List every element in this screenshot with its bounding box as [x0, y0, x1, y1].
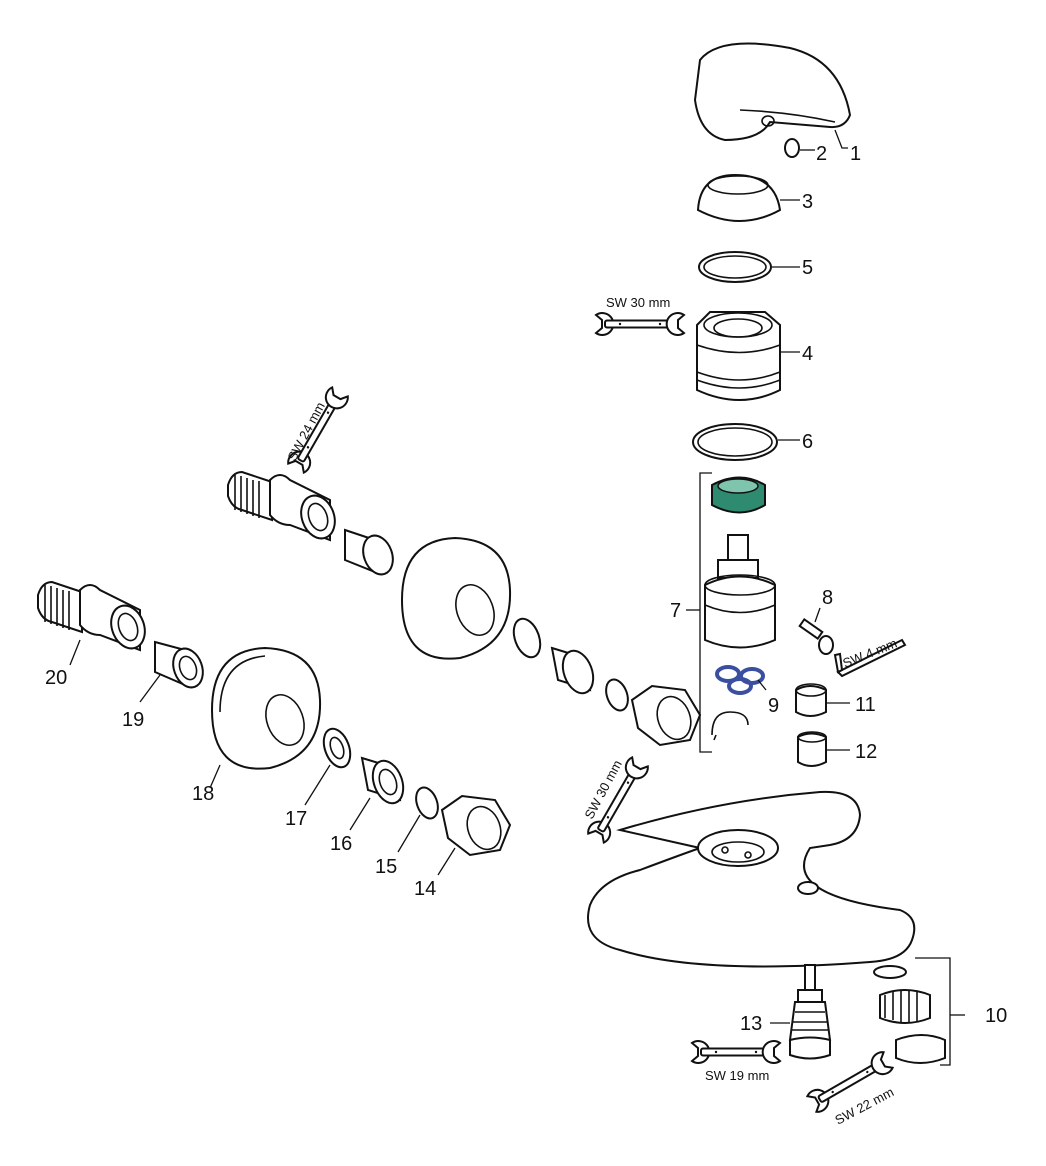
callout-17: 17 — [285, 808, 307, 830]
threaded-sleeve — [696, 311, 781, 401]
callout-5: 5 — [802, 257, 813, 279]
callout-14: 14 — [414, 878, 436, 900]
callout-13: 13 — [740, 1013, 762, 1035]
callout-11: 11 — [855, 694, 876, 716]
connector-20 — [37, 580, 146, 652]
washer-upper — [512, 617, 542, 659]
leader-lines — [69, 129, 850, 1024]
screw-plug — [784, 138, 800, 158]
union-nut-14 — [440, 794, 512, 857]
callout-15: 15 — [375, 856, 397, 878]
connector-upper — [227, 470, 336, 542]
callout-12: 12 — [855, 741, 877, 763]
tool-label-sw19: SW 19 mm — [705, 1068, 769, 1083]
screw-8 — [798, 618, 834, 655]
callout-7: 7 — [670, 600, 681, 622]
wrench-icon — [691, 1040, 781, 1064]
callout-8: 8 — [822, 587, 833, 609]
check-valve-19 — [154, 640, 204, 689]
o-ring-6 — [692, 423, 778, 461]
cartridge-assembly — [704, 476, 776, 649]
cover-cap — [696, 173, 782, 222]
bracket-7 — [699, 472, 712, 753]
rosette-upper — [400, 536, 512, 660]
check-valve-upper — [344, 528, 394, 576]
washer-17 — [322, 727, 352, 769]
callout-16: 16 — [330, 833, 352, 855]
adapter-16 — [360, 756, 405, 805]
mixer-body — [587, 790, 916, 968]
aerator-parts — [873, 965, 946, 1064]
hex-key-icon — [833, 638, 907, 678]
seal-set — [711, 665, 765, 741]
callout-6: 6 — [802, 431, 813, 453]
wrench-icon — [595, 312, 685, 336]
callout-18: 18 — [192, 783, 214, 805]
o-ring-5 — [698, 251, 772, 283]
tool-label-sw30-low: SW 30 mm — [581, 758, 624, 822]
rosette-18 — [210, 646, 322, 770]
callout-4: 4 — [802, 343, 813, 365]
callout-3: 3 — [802, 191, 813, 213]
callout-1: 1 — [850, 143, 861, 165]
cap-11 — [795, 683, 827, 717]
lever-handle — [693, 42, 852, 142]
callout-9: 9 — [768, 695, 779, 717]
tool-label-sw30-top: SW 30 mm — [606, 295, 670, 310]
bracket-10 — [915, 957, 951, 1066]
sleeve-12 — [797, 731, 827, 767]
callout-10: 10 — [985, 1005, 1007, 1027]
callout-19: 19 — [122, 709, 144, 731]
union-nut-upper — [630, 684, 702, 747]
washer-15 — [415, 786, 439, 820]
callout-20: 20 — [45, 667, 67, 689]
adapter-upper — [550, 646, 595, 695]
diverter-cartridge — [788, 964, 832, 1060]
callout-2: 2 — [816, 143, 827, 165]
washer-upper-2 — [605, 678, 629, 712]
